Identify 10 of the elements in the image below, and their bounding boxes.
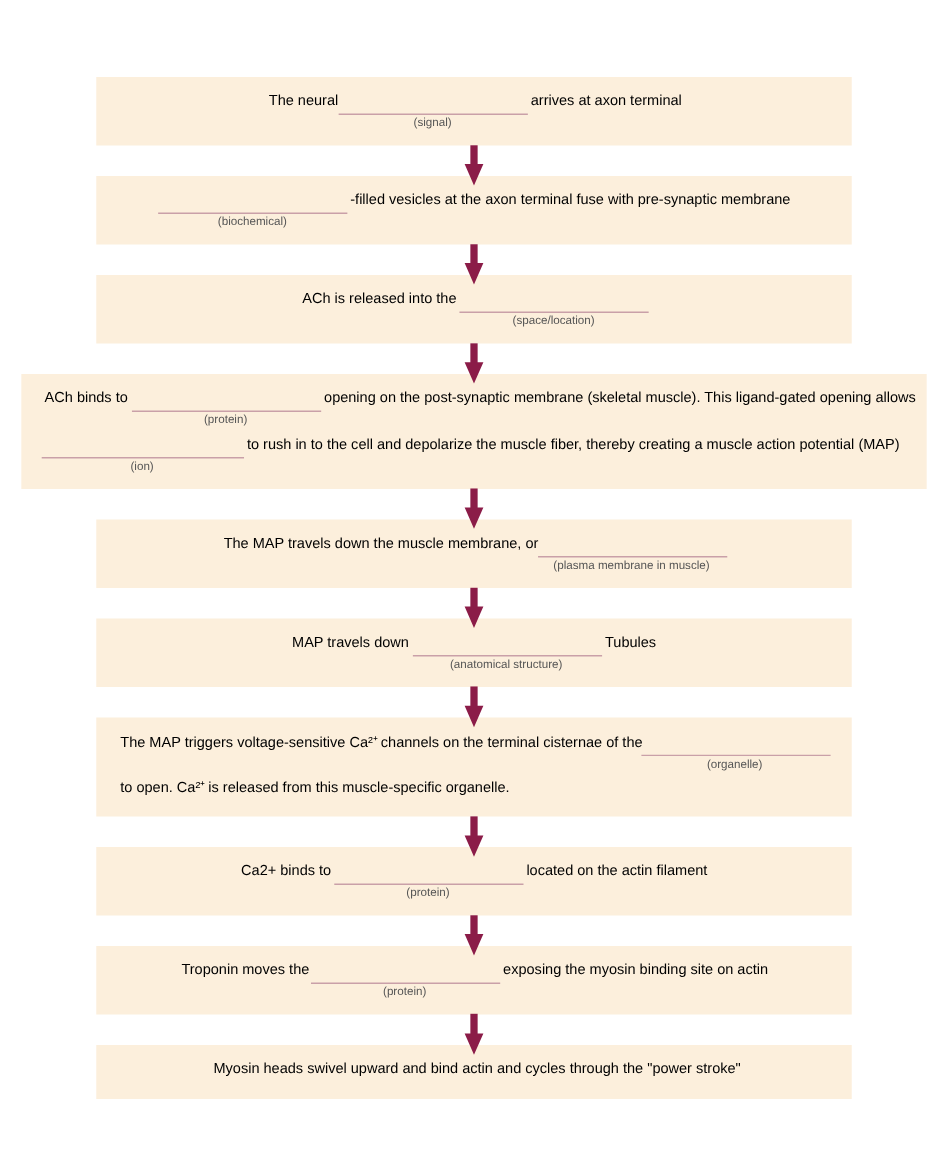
arrow: [464, 914, 484, 955]
arrow: [464, 685, 484, 727]
arrow: [464, 1012, 484, 1054]
arrow: [464, 342, 484, 383]
arrow: [464, 815, 484, 856]
arrow: [464, 144, 484, 185]
arrow: [464, 243, 484, 284]
arrow: [464, 586, 484, 627]
node-box: Myosin heads swivel upward and bind actin and cycles through the "power stroke": [96, 1044, 852, 1098]
arrow: [464, 487, 484, 528]
